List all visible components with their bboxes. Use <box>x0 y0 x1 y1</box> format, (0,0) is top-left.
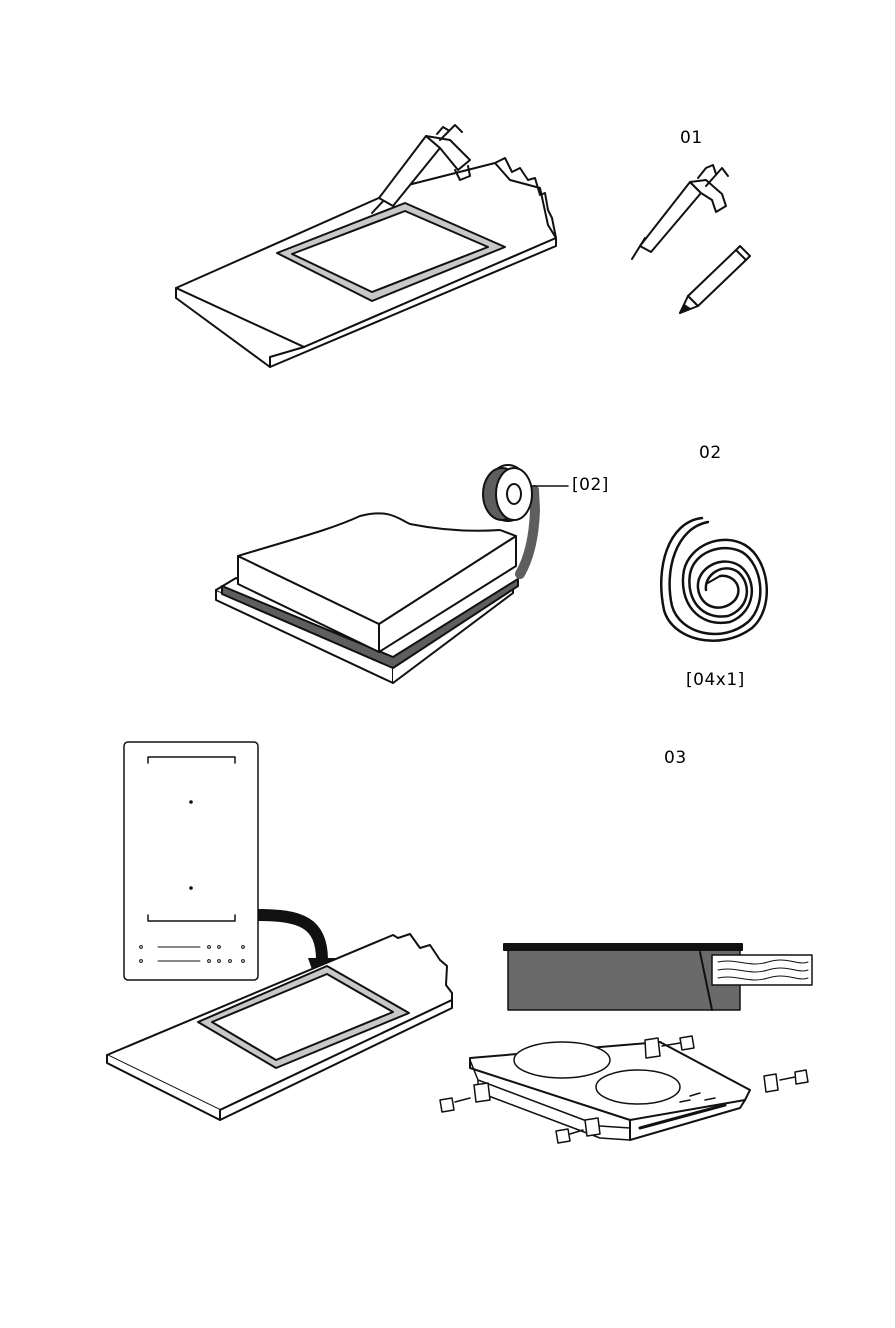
step2-hob-glass <box>216 513 518 683</box>
tape-quantity-label: [04x1] <box>686 670 745 690</box>
step-number-02: 02 <box>699 443 722 463</box>
tools-pencil-icon <box>680 246 750 313</box>
step-number-01: 01 <box>680 128 703 148</box>
step3-hob-underside <box>470 1042 750 1140</box>
tape-callout-label: [02] <box>572 475 609 495</box>
wood-worktop <box>712 955 812 985</box>
step-number-03: 03 <box>664 748 687 768</box>
step3-hob-topview <box>124 742 258 980</box>
step3-section-detail <box>504 944 812 1010</box>
tape-coil-icon <box>661 518 767 641</box>
tools-caulk-gun-icon <box>632 165 728 259</box>
